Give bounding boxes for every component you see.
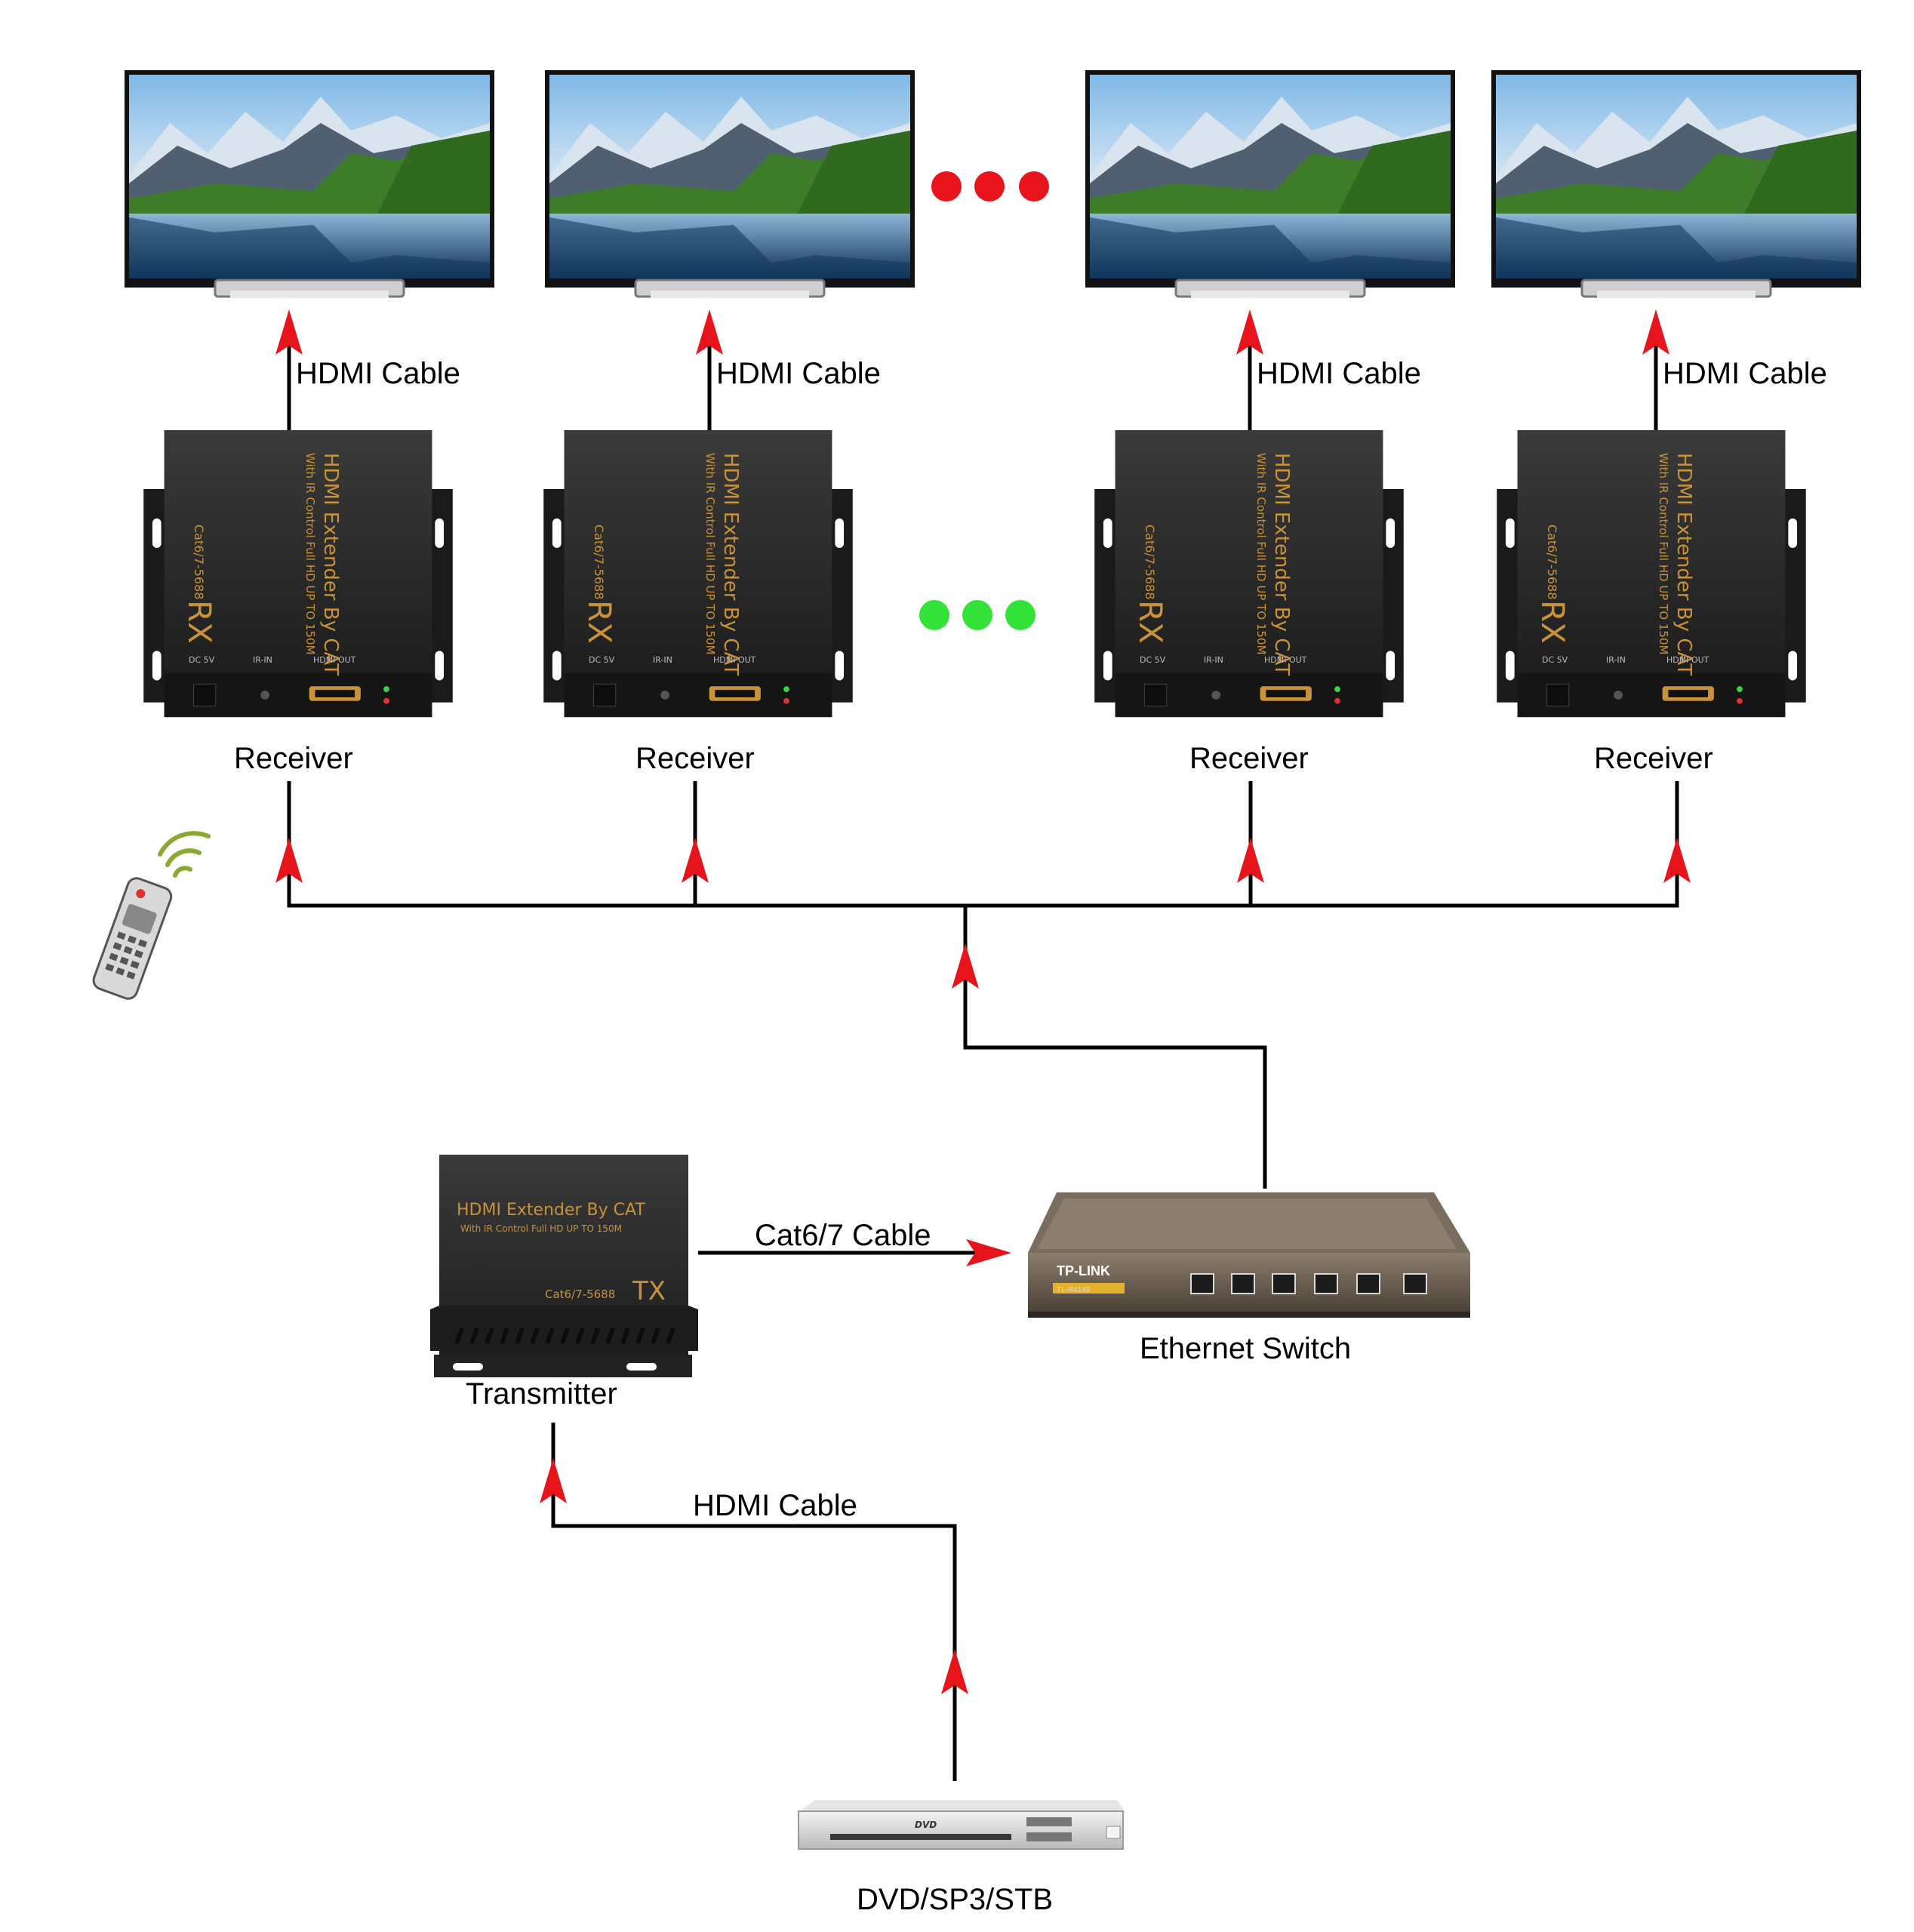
transmitter-box-icon [430, 1155, 698, 1377]
receiver-badge: RX [1132, 600, 1169, 644]
receiver-badge: RX [581, 600, 618, 644]
receiver-box-icon [1094, 430, 1404, 718]
transmitter-subtitle: With IR Control Full HD UP TO 150M [460, 1223, 622, 1234]
receiver-model: Cat6/7-5688 [1545, 525, 1559, 600]
receiver-port-hdmi: HDMI OUT [1666, 655, 1709, 665]
dvd-logo: DVD [915, 1820, 937, 1830]
wireless-signal-icon [158, 831, 211, 878]
remote-control-icon [92, 877, 173, 1000]
receiver-model: Cat6/7-5688 [592, 525, 606, 600]
continuation-dot [1019, 171, 1049, 202]
receiver-label-3: Receiver [1189, 742, 1309, 775]
arrow-up-icon [696, 309, 723, 355]
tv-4 [1491, 70, 1861, 300]
tv-icon [125, 70, 494, 300]
hdmi-cable-label-4: HDMI Cable [1663, 357, 1827, 390]
continuation-dot [931, 171, 962, 202]
tv-3 [1085, 70, 1455, 300]
arrow-up-icon [952, 943, 979, 989]
hdmi-cable-label-2: HDMI Cable [716, 357, 881, 390]
continuation-dot [1005, 600, 1035, 630]
receiver-port-ir: IR-IN [653, 655, 672, 665]
receiver-port-dc: DC 5V [189, 655, 215, 665]
arrow-right-icon [966, 1239, 1011, 1266]
receiver-port-hdmi: HDMI OUT [713, 655, 756, 665]
tv-2 [545, 70, 915, 300]
receiver-port-hdmi: HDMI OUT [313, 655, 356, 665]
receiver-port-hdmi: HDMI OUT [1264, 655, 1307, 665]
arrow-up-icon [275, 838, 303, 883]
receiver-port-ir: IR-IN [1606, 655, 1626, 665]
receiver-box-icon [543, 430, 853, 718]
receiver-label-2: Receiver [635, 742, 755, 775]
receiver-3: HDMI Extender By CAT With IR Control Ful… [1094, 430, 1404, 718]
receiver-title: HDMI Extender By CAT [719, 453, 742, 675]
display-continuation-dots [931, 171, 1049, 202]
receiver-4: HDMI Extender By CAT With IR Control Ful… [1497, 430, 1806, 718]
arrow-up-icon [540, 1458, 567, 1503]
receiver-subtitle: With IR Control Full HD UP TO 150M [1657, 453, 1670, 655]
transmitter-title: HDMI Extender By CAT [457, 1201, 645, 1220]
cat-cable-link [698, 1239, 1011, 1266]
transmitter: HDMI Extender By CAT With IR Control Ful… [430, 1155, 698, 1377]
arrow-up-icon [1236, 309, 1263, 355]
arrow-up-icon [1663, 838, 1691, 883]
receiver-title: HDMI Extender By CAT [1270, 453, 1293, 675]
hdmi-cable-label-1: HDMI Cable [296, 357, 460, 390]
dvd-player-icon [798, 1800, 1125, 1850]
receiver-model: Cat6/7-5688 [1143, 525, 1157, 600]
arrow-up-icon [1642, 309, 1669, 355]
continuation-dot [919, 600, 949, 630]
receiver-badge: RX [1534, 600, 1571, 644]
tv-icon [1085, 70, 1455, 300]
receiver-port-dc: DC 5V [1140, 655, 1166, 665]
receiver-label-1: Receiver [234, 742, 353, 775]
receiver-2: HDMI Extender By CAT With IR Control Ful… [543, 430, 853, 718]
dvd-player: DVD [798, 1800, 1125, 1850]
receiver-label-4: Receiver [1594, 742, 1713, 775]
receiver-box-icon [1497, 430, 1806, 718]
cat-distribution-bus [275, 781, 1691, 1189]
ethernet-switch: TP-LINK TL-R4148 [1028, 1192, 1470, 1318]
network-switch-icon [1028, 1192, 1470, 1318]
receiver-port-ir: IR-IN [1204, 655, 1223, 665]
remote-control [92, 831, 211, 1000]
receiver-subtitle: With IR Control Full HD UP TO 150M [303, 453, 317, 655]
receiver-title: HDMI Extender By CAT [319, 453, 342, 675]
transmitter-model: Cat6/7-5688 [545, 1287, 615, 1301]
receiver-subtitle: With IR Control Full HD UP TO 150M [1254, 453, 1268, 655]
hdmi-links-to-displays [275, 309, 1669, 430]
receiver-port-dc: DC 5V [589, 655, 615, 665]
switch-brand: TP-LINK [1057, 1263, 1110, 1278]
receiver-box-icon [143, 430, 453, 718]
arrow-up-icon [941, 1649, 968, 1694]
receiver-subtitle: With IR Control Full HD UP TO 150M [703, 453, 717, 655]
receiver-port-ir: IR-IN [253, 655, 272, 665]
receiver-title: HDMI Extender By CAT [1672, 453, 1695, 675]
receiver-continuation-dots [919, 600, 1035, 630]
ethernet-switch-label: Ethernet Switch [1140, 1332, 1351, 1365]
source-hdmi-link [540, 1423, 968, 1781]
source-label: DVD/SP3/STB [857, 1883, 1053, 1916]
transmitter-label: Transmitter [466, 1377, 617, 1411]
arrow-up-icon [682, 838, 709, 883]
continuation-dot [974, 171, 1005, 202]
hdmi-cable-label-3: HDMI Cable [1257, 357, 1421, 390]
source-hdmi-cable-label: HDMI Cable [693, 1489, 857, 1522]
arrow-up-icon [275, 309, 303, 355]
receiver-model: Cat6/7-5688 [192, 525, 206, 600]
switch-model: TL-R4148 [1057, 1286, 1091, 1294]
arrow-up-icon [1237, 838, 1264, 883]
cat-cable-label: Cat6/7 Cable [755, 1219, 931, 1252]
receiver-port-dc: DC 5V [1542, 655, 1568, 665]
tv-icon [545, 70, 915, 300]
continuation-dot [962, 600, 992, 630]
receiver-badge: RX [181, 600, 218, 644]
tv-1 [125, 70, 494, 300]
tv-icon [1491, 70, 1861, 300]
receiver-1: HDMI Extender By CAT With IR Control Ful… [143, 430, 453, 718]
transmitter-badge: TX [632, 1276, 666, 1306]
